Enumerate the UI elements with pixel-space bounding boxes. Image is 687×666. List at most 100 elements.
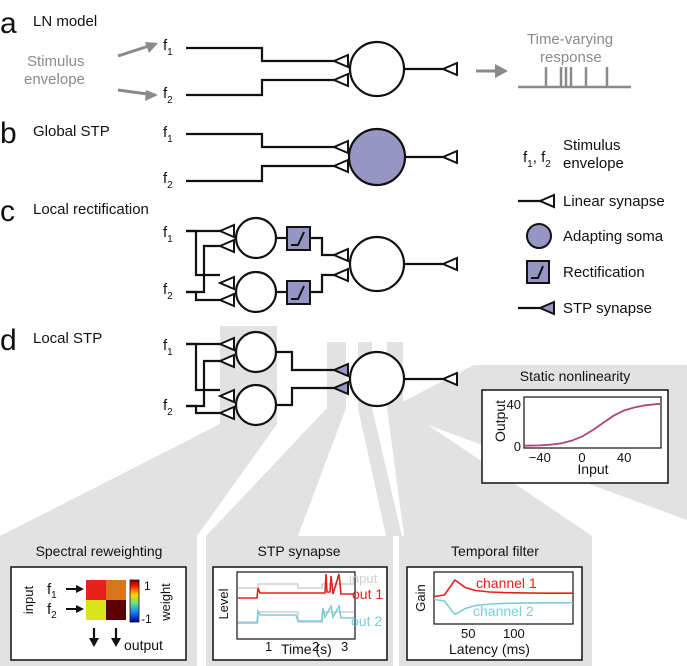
soma <box>348 40 406 98</box>
linear-synapse <box>331 267 349 283</box>
tick-labels: 40 0 −40 0 40 <box>507 397 632 465</box>
linear-synapse <box>217 292 235 308</box>
legend-rectification-label: Rectification <box>563 264 645 281</box>
heatmap-cell <box>86 580 106 600</box>
inset-title: STP synapse <box>257 543 340 559</box>
x-axis-label: Time (s) <box>281 641 332 657</box>
inset-title: Static nonlinearity <box>520 368 631 384</box>
linear-synapse <box>217 275 235 291</box>
legend-stp-synapse-icon <box>537 300 555 316</box>
weight-label: weight <box>158 583 173 622</box>
panel-letter-d: d <box>0 324 17 357</box>
out2-trace <box>238 603 354 624</box>
linear-synapse <box>440 371 458 387</box>
x-tick: −40 <box>529 450 551 465</box>
y-axis-label: Gain <box>413 584 428 611</box>
stimulus-label-line1: Stimulus <box>27 53 85 70</box>
x-tick: 40 <box>617 450 631 465</box>
legend-adapting-soma-icon <box>526 223 552 249</box>
linear-synapse <box>331 53 349 69</box>
panel-b: b Global STP f1 f2 <box>0 117 458 191</box>
legend-linear-synapse-label: Linear synapse <box>563 193 665 210</box>
legend-stimulus-line2: envelope <box>563 155 624 172</box>
temporal-filter-inset: Temporal filter Gain 50 100 Latency (ms)… <box>406 543 583 661</box>
plot-area <box>523 396 662 449</box>
panel-title-b: Global STP <box>33 123 110 140</box>
y-tick: 0 <box>514 439 521 454</box>
input-f2-d: f2 <box>163 397 173 418</box>
y-tick: 40 <box>507 397 521 412</box>
soma <box>234 270 278 314</box>
rectification-box <box>286 280 311 305</box>
static-nonlinearity-inset: Static nonlinearity 40 0 −40 0 40 Output Inp… <box>481 368 669 484</box>
out1-trace <box>238 573 354 599</box>
linear-synapse <box>440 149 458 165</box>
stp-synapse <box>331 380 349 396</box>
stimulus-label-line2: envelope <box>24 71 85 88</box>
y-axis-label: Level <box>216 588 231 619</box>
x-tick: 100 <box>503 626 525 641</box>
colorbar <box>129 579 140 623</box>
legend-stp-synapse-label: STP synapse <box>563 300 652 317</box>
row-label-f1: f1 <box>47 581 57 601</box>
input-f2-c: f2 <box>163 281 173 302</box>
linear-synapse <box>217 238 235 254</box>
linear-synapse <box>217 388 235 404</box>
x-tick: 0 <box>578 450 585 465</box>
panel-letter-b: b <box>0 117 17 150</box>
panel-title-c: Local rectification <box>33 201 149 218</box>
legend-rectification-icon <box>526 260 550 284</box>
response-label-line2: response <box>540 49 602 66</box>
legend-f-labels: f1, f2 <box>523 149 551 170</box>
legend: f1, f2 Stimulus envelope Linear synapse … <box>518 137 665 317</box>
response-label-line1: Time-varying <box>527 31 613 48</box>
channel2-curve <box>433 598 573 616</box>
legend-channel1: channel 1 <box>476 575 537 591</box>
legend-out2: out 2 <box>351 613 382 629</box>
input-f1-a: f1 <box>163 37 173 58</box>
linear-synapse <box>217 336 235 352</box>
panel-title-d: Local STP <box>33 330 102 347</box>
linear-synapse <box>331 139 349 155</box>
input-f1-b: f1 <box>163 124 173 145</box>
panel-letter-c: c <box>0 195 15 228</box>
adapting-soma <box>347 127 407 187</box>
x-tick: 50 <box>461 626 475 641</box>
linear-synapse <box>331 72 349 88</box>
panel-letter-a: a <box>0 7 17 40</box>
input-f1-d: f1 <box>163 337 173 358</box>
heatmap-cell <box>106 600 126 620</box>
inset-title: Temporal filter <box>451 543 539 559</box>
legend-adapting-soma-label: Adapting soma <box>563 228 664 245</box>
soma <box>348 350 406 408</box>
input-f2-a: f2 <box>163 85 173 106</box>
input-axis-label: input <box>21 586 36 615</box>
x-axis-label: Latency (ms) <box>449 641 530 657</box>
input-f1-c: f1 <box>163 224 173 245</box>
plot-area <box>236 571 356 640</box>
linear-synapse <box>331 158 349 174</box>
heatmap-cell <box>86 600 106 620</box>
panel-d: d Local STP f1 f2 <box>0 324 458 427</box>
inset-title: Spectral reweighting <box>36 543 163 559</box>
colorbar-min: -1 <box>141 612 152 626</box>
colorbar-max: 1 <box>144 579 151 593</box>
panel-a: a LN model Stimulus envelope f1 f2 Time-… <box>0 7 631 106</box>
spike-train <box>518 67 631 89</box>
legend-input: input <box>349 571 378 586</box>
panel-title-a: LN model <box>33 13 97 30</box>
y-axis-label: Output <box>492 400 508 442</box>
x-tick: 1 <box>265 639 272 654</box>
heatmap-cell <box>106 580 126 600</box>
row-label-f2: f2 <box>47 601 57 621</box>
x-tick: 3 <box>341 639 348 654</box>
legend-stimulus-line1: Stimulus <box>563 137 621 154</box>
input-f2-b: f2 <box>163 170 173 191</box>
soma <box>234 383 278 427</box>
x-axis-label: Input <box>577 461 608 477</box>
output-label: output <box>124 637 163 653</box>
nonlinearity-curve <box>523 403 662 447</box>
x-tick: 2 <box>312 639 319 654</box>
linear-synapse <box>217 405 235 421</box>
